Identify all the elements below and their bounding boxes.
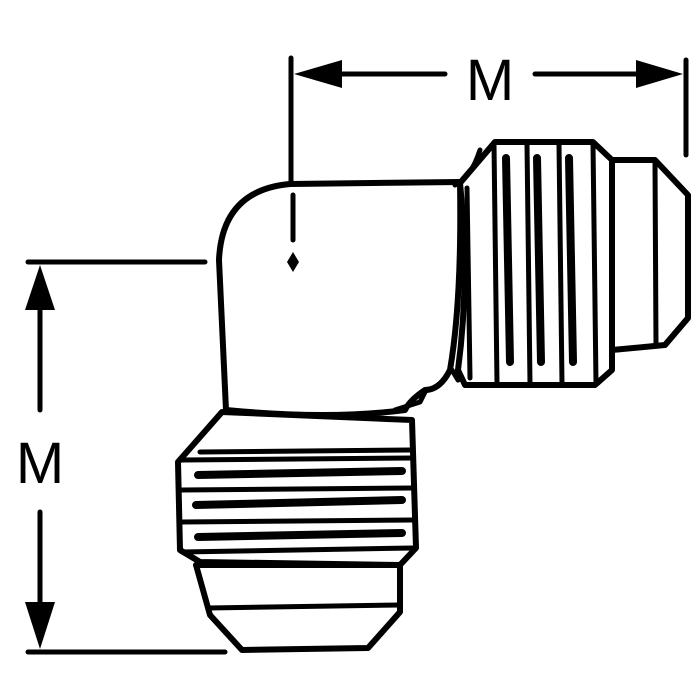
thread-groove-2	[533, 154, 545, 366]
thread-divider-4	[590, 141, 599, 387]
thread-divider-3	[556, 141, 565, 387]
thread-groove-2	[192, 496, 406, 509]
thread-divider-1	[491, 141, 500, 387]
dimension-label-vertical: M	[16, 431, 64, 496]
arrowhead-up-icon	[25, 265, 55, 310]
thread-groove-3	[565, 154, 577, 366]
thread-groove-1	[194, 467, 406, 479]
thread-divider-2	[179, 485, 415, 493]
thread-divider-2	[524, 141, 533, 387]
arrowhead-down-icon	[25, 602, 55, 649]
hex-edge	[464, 185, 473, 381]
center-mark-icon	[287, 252, 299, 272]
flare-edge	[652, 159, 659, 348]
horizontal-dimension: M	[288, 48, 689, 243]
thread-groove-1	[502, 154, 514, 366]
hex-edge	[197, 447, 413, 455]
right-fitting	[455, 139, 691, 388]
thread-divider-4	[179, 545, 415, 555]
flare-edge	[205, 602, 403, 611]
thread-divider-3	[179, 517, 415, 525]
dimension-label-horizontal: M	[466, 48, 514, 113]
arrowhead-left-icon	[294, 60, 342, 88]
body-web-bottom	[392, 387, 429, 413]
bottom-fitting	[175, 409, 419, 653]
elbow-body	[216, 147, 483, 418]
thread-groove-3	[194, 529, 406, 541]
thread-divider-1	[179, 455, 415, 463]
arrowhead-right-icon	[636, 60, 683, 88]
